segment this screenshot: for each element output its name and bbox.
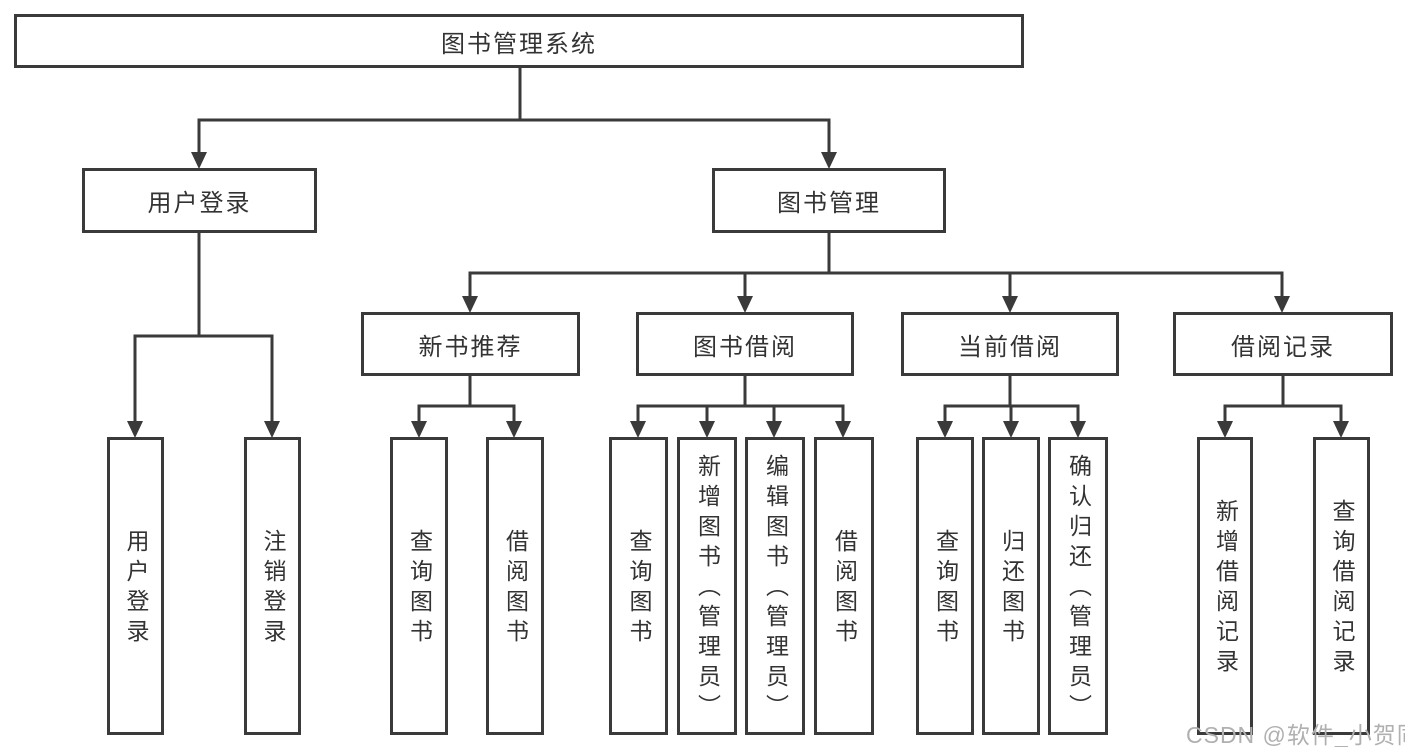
arrow-icon [191,152,207,169]
arrow-icon [127,421,143,438]
csdn-watermark: CSDN @软件_小贺同学 [1186,722,1405,747]
node-borrowing-records: 借阅记录 [1173,312,1393,376]
arrow-icon [1002,296,1018,313]
arrow-icon [1003,421,1019,438]
node-confirm-return-admin: 确认归还（管理员） [1048,437,1108,735]
connector-root-to-level2 [197,68,831,156]
arrow-icon [737,296,753,313]
arrow-icon [264,421,280,438]
node-borrow-books-borrowing: 借阅图书 [814,437,874,735]
arrow-icon [699,421,715,438]
node-logout: 注销登录 [244,437,301,735]
node-library-system: 图书管理系统 [14,14,1024,68]
node-new-book-recommend: 新书推荐 [361,312,580,376]
arrow-icon [1070,421,1086,438]
arrow-icon [1333,421,1349,438]
node-borrow-books-recommend: 借阅图书 [486,437,544,735]
connector-current-borrowing-branch [943,376,1080,424]
node-query-borrow-record: 查询借阅记录 [1313,437,1370,735]
node-add-borrow-record: 新增借阅记录 [1197,437,1253,735]
arrow-icon [411,421,427,438]
arrow-icon [1274,296,1290,313]
node-add-books-admin: 新增图书（管理员） [677,437,737,735]
connector-user-login-branch [133,233,274,424]
node-user-login: 用户登录 [82,168,317,233]
node-login: 用户登录 [107,437,164,735]
connector-book-borrowing-branch [636,376,845,424]
node-current-borrowing: 当前借阅 [901,312,1119,376]
node-book-management: 图书管理 [712,168,946,233]
node-query-books-recommend: 查询图书 [390,437,448,735]
node-return-books: 归还图书 [982,437,1040,735]
node-query-books-current: 查询图书 [916,437,974,735]
arrow-icon [462,296,478,313]
connector-new-book-branch [417,376,516,424]
connector-borrowing-records-branch [1223,376,1343,424]
arrow-icon [835,421,851,438]
arrow-icon [937,421,953,438]
node-query-books-borrowing: 查询图书 [609,437,668,735]
arrow-icon [506,421,522,438]
arrow-icon [630,421,646,438]
connector-book-management-branch [468,233,1284,300]
node-book-borrowing: 图书借阅 [636,312,854,376]
arrow-icon [821,152,837,169]
arrow-icon [1217,421,1233,438]
arrow-icon [766,421,782,438]
node-edit-books-admin: 编辑图书（管理员） [745,437,805,735]
